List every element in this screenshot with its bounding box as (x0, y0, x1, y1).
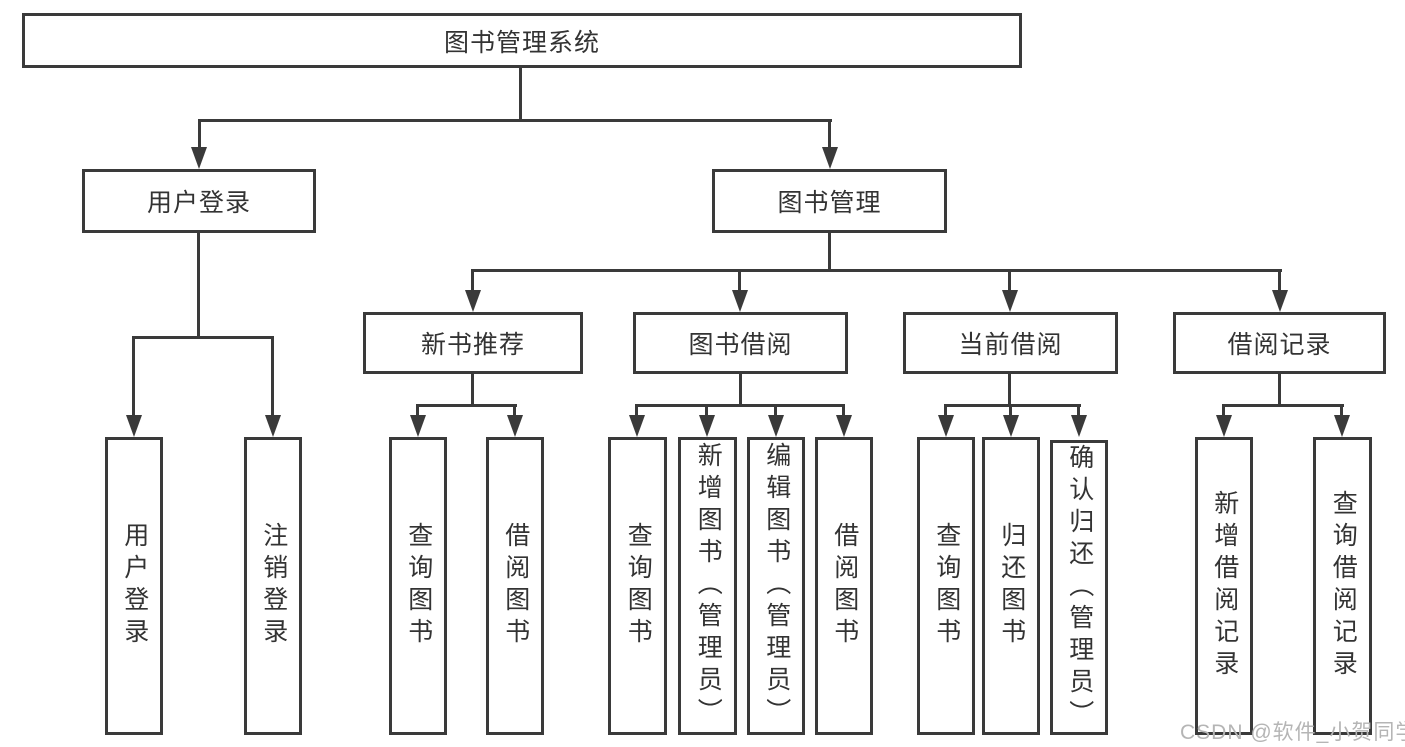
node-new-book-recommend: 新书推荐 (363, 312, 583, 374)
arrow-down-icon (629, 415, 645, 437)
connector-line (739, 372, 742, 407)
connector-line (1222, 404, 1225, 417)
node-label: 查询图书 (624, 522, 653, 650)
connector-line (471, 372, 474, 407)
leaf-user-login: 用户登录 (105, 437, 163, 735)
connector-line (1278, 269, 1281, 292)
arrow-down-icon (191, 147, 207, 169)
csdn-watermark: CSDN @软件_小贺同学 (1180, 721, 1405, 744)
connector-line (1222, 404, 1344, 407)
connector-line (416, 404, 517, 407)
connector-line (1009, 404, 1012, 417)
arrow-down-icon (938, 415, 954, 437)
node-label: 图书管理系统 (443, 28, 600, 57)
node-current-borrow: 当前借阅 (903, 312, 1118, 374)
arrow-down-icon (1216, 415, 1232, 437)
arrow-down-icon (1334, 415, 1350, 437)
leaf-current-query-books: 查询图书 (917, 437, 975, 735)
connector-line (1077, 404, 1080, 417)
arrow-down-icon (699, 415, 715, 437)
leaf-logout: 注销登录 (244, 437, 302, 735)
node-label: 用户登录 (120, 522, 149, 650)
arrow-down-icon (732, 290, 748, 312)
connector-line (416, 404, 419, 417)
leaf-records-query-record: 查询借阅记录 (1313, 437, 1372, 735)
leaf-newbook-query-books: 查询图书 (389, 437, 447, 735)
node-label: 图书借阅 (688, 331, 793, 359)
connector-line (944, 404, 1081, 407)
arrow-down-icon (410, 415, 426, 437)
node-label: 借阅图书 (830, 522, 859, 650)
connector-line (774, 404, 777, 417)
node-label: 查询图书 (932, 522, 961, 650)
node-label: 归还图书 (997, 522, 1026, 650)
connector-line (705, 404, 708, 417)
leaf-borrow-add-book-admin: 新增图书（管理员） (678, 437, 737, 735)
connector-line (828, 119, 831, 148)
leaf-borrow-edit-book-admin: 编辑图书（管理员） (747, 437, 805, 735)
node-label: 编辑图书（管理员） (762, 442, 791, 730)
arrow-down-icon (465, 290, 481, 312)
node-book-borrow: 图书借阅 (633, 312, 848, 374)
arrow-down-icon (1071, 415, 1087, 437)
connector-line (944, 404, 947, 417)
node-label: 查询图书 (404, 522, 433, 650)
arrow-down-icon (1002, 290, 1018, 312)
connector-line (198, 119, 201, 148)
leaf-records-add-record: 新增借阅记录 (1195, 437, 1253, 735)
connector-line (1008, 372, 1011, 407)
node-label: 新书推荐 (420, 331, 525, 359)
connector-line (513, 404, 516, 417)
leaf-borrow-borrow-books: 借阅图书 (815, 437, 873, 735)
connector-line (828, 231, 831, 272)
arrow-down-icon (265, 415, 281, 437)
arrow-down-icon (1003, 415, 1019, 437)
connector-line (1340, 404, 1343, 417)
arrow-down-icon (507, 415, 523, 437)
connector-line (471, 269, 474, 292)
node-label: 借阅图书 (501, 522, 530, 650)
connector-line (738, 269, 741, 292)
node-label: 新增图书（管理员） (694, 442, 723, 730)
node-borrow-records: 借阅记录 (1173, 312, 1386, 374)
connector-line (635, 404, 845, 407)
arrow-down-icon (768, 415, 784, 437)
connector-line (635, 404, 638, 417)
connector-line (471, 269, 1282, 272)
leaf-newbook-borrow-books: 借阅图书 (486, 437, 544, 735)
node-label: 新增借阅记录 (1210, 490, 1239, 682)
connector-line (1278, 372, 1281, 407)
connector-line (519, 66, 522, 122)
leaf-current-return-books: 归还图书 (982, 437, 1040, 735)
connector-line (842, 404, 845, 417)
node-user-login: 用户登录 (82, 169, 316, 233)
node-label: 查询借阅记录 (1329, 490, 1358, 682)
connector-line (198, 119, 832, 122)
connector-line (132, 336, 274, 339)
connector-line (1008, 269, 1011, 292)
node-label: 图书管理 (777, 189, 882, 217)
node-label: 确认归还（管理员） (1065, 443, 1094, 732)
leaf-borrow-query-books: 查询图书 (608, 437, 667, 735)
connector-line (132, 336, 135, 416)
node-label: 用户登录 (146, 189, 251, 217)
connector-line (271, 336, 274, 416)
connector-line (197, 231, 200, 338)
node-label: 借阅记录 (1227, 331, 1332, 359)
node-label: 注销登录 (259, 522, 288, 650)
arrow-down-icon (822, 147, 838, 169)
arrow-down-icon (126, 415, 142, 437)
node-label: 当前借阅 (958, 331, 1063, 359)
node-book-management: 图书管理 (712, 169, 947, 233)
arrow-down-icon (1272, 290, 1288, 312)
arrow-down-icon (836, 415, 852, 437)
leaf-current-confirm-return-admin: 确认归还（管理员） (1050, 440, 1108, 735)
node-library-management-system: 图书管理系统 (22, 13, 1022, 68)
